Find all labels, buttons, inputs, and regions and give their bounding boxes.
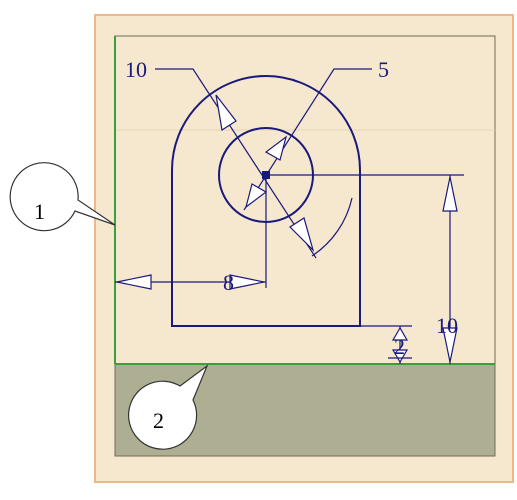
horizontal-arrow-right: [229, 274, 265, 290]
gap-arrow-top: [391, 326, 409, 341]
horizontal-label: 8: [223, 270, 234, 295]
vertical-label: 10: [436, 313, 458, 338]
hole-radius-label: 5: [378, 57, 389, 82]
hole-radius-arrow-bottom: [244, 183, 268, 209]
outer-radius-leader: [155, 68, 317, 259]
outer-radius-arrow-top: [215, 94, 237, 131]
callout-2-label: 2: [153, 408, 164, 433]
hole-radius-leader: [243, 68, 372, 211]
callout-1-bubble: [9, 162, 116, 232]
part-outline: [171, 75, 361, 327]
vertical-arrow-top: [442, 176, 458, 212]
callout-2-bubble: [128, 364, 209, 450]
horizontal-arrow-left: [116, 274, 152, 290]
callout-1-label: 1: [34, 199, 45, 224]
outer-radius-arrow-bottom: [289, 217, 315, 253]
gap-label: 2: [394, 334, 405, 359]
gap-arrow-bottom: [391, 349, 409, 364]
outer-radius-arc-ext: [311, 197, 353, 257]
hole-radius-arrow-top: [264, 135, 288, 161]
vertical-arrow-bottom: [442, 327, 458, 363]
outer-radius-label: 10: [125, 57, 147, 82]
